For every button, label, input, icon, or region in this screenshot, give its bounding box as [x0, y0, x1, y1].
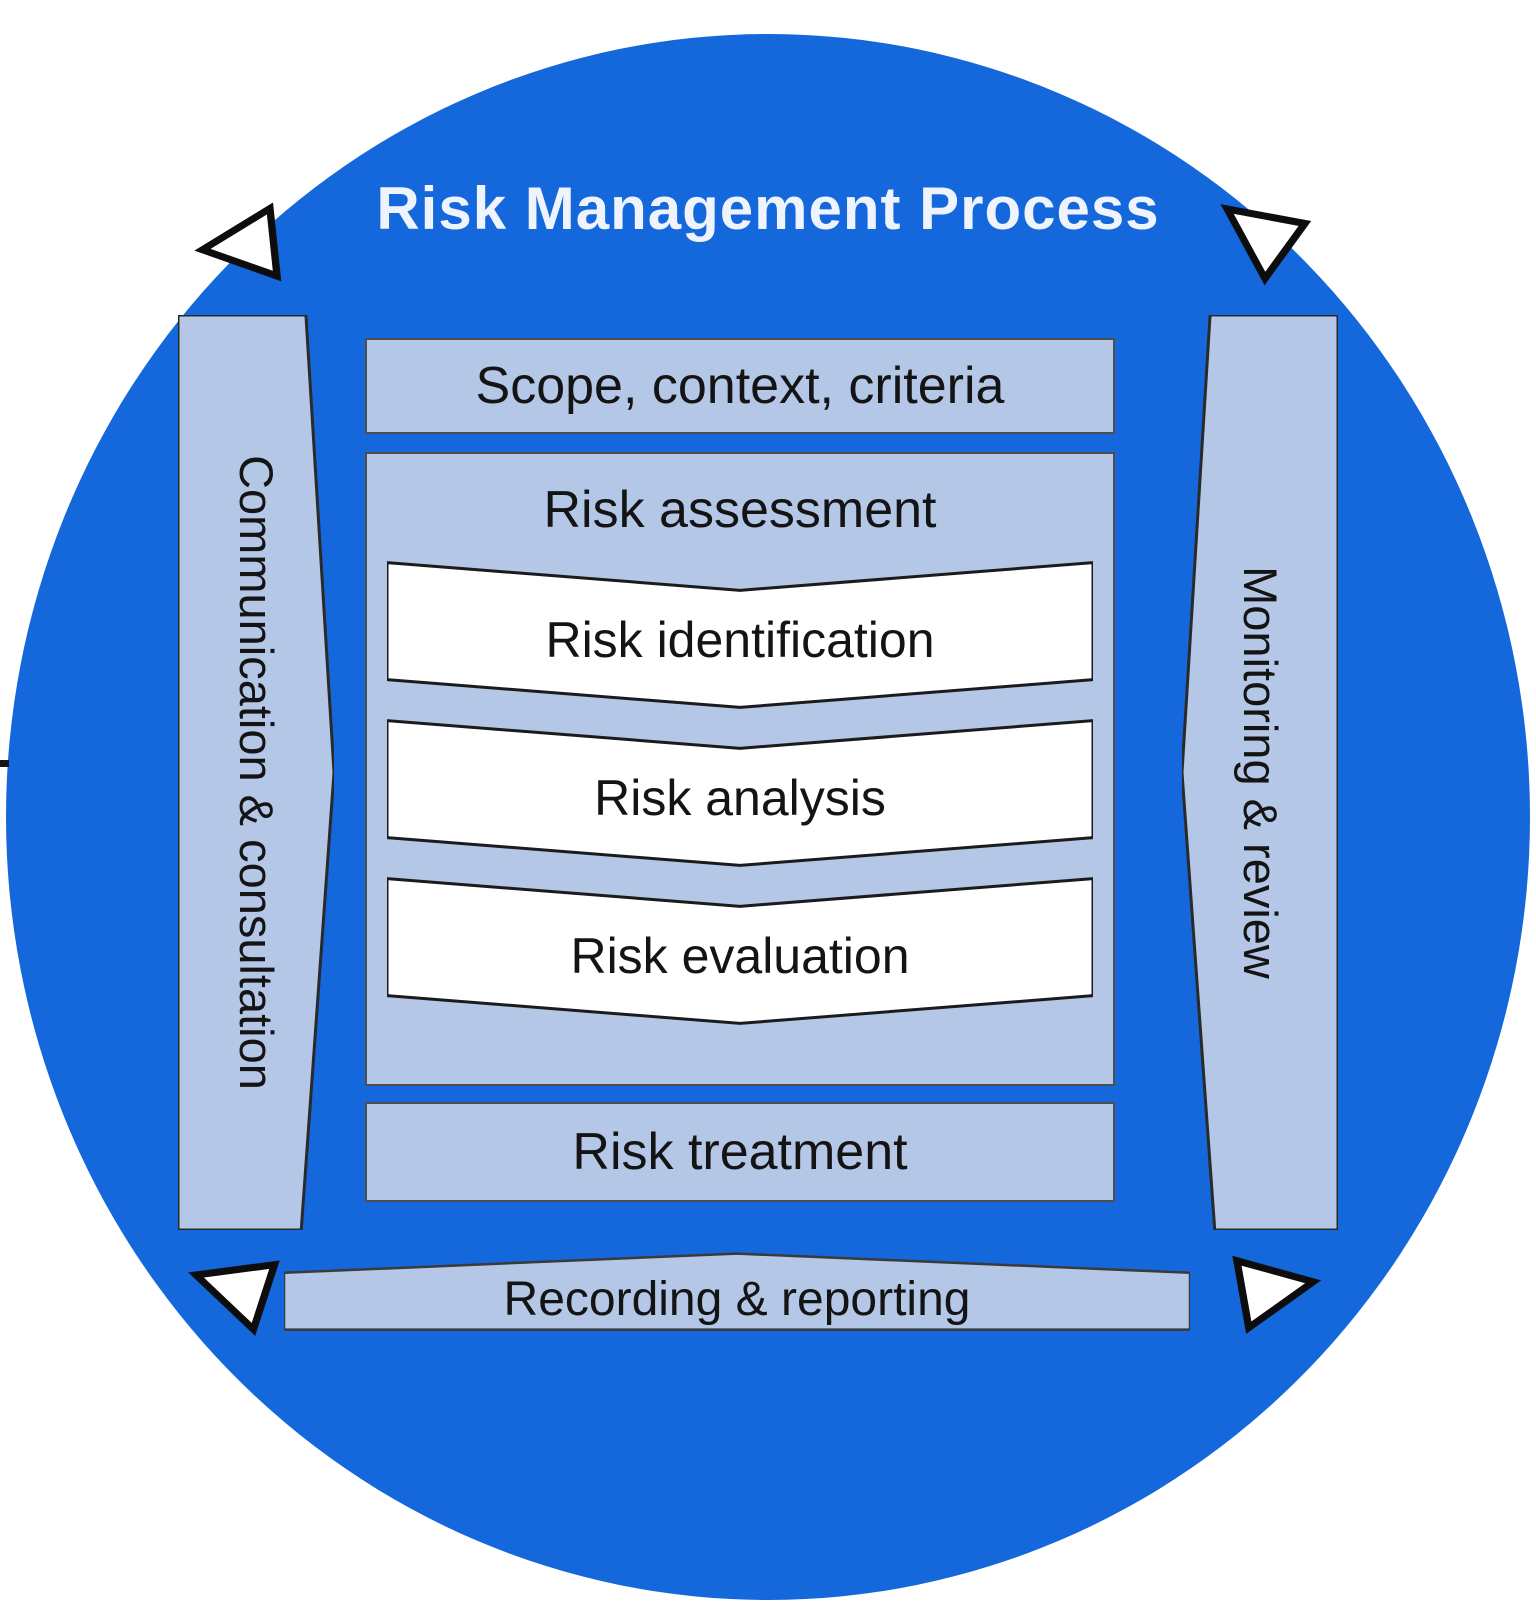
cycle-arrow-top-right-icon	[1199, 173, 1314, 287]
recording-reporting-label: Recording & reporting	[503, 1272, 971, 1326]
risk-identification-step: Risk identification	[387, 558, 1093, 712]
risk-analysis-step: Risk analysis	[387, 716, 1093, 870]
risk-assessment-label: Risk assessment	[543, 481, 937, 539]
communication-consultation-label: Communication & consultation	[229, 455, 283, 1090]
scope-context-criteria-label: Scope, context, criteria	[475, 357, 1005, 415]
communication-consultation-label-wrap: Communication & consultation	[178, 315, 334, 1230]
risk-evaluation-step: Risk evaluation	[387, 874, 1093, 1028]
monitoring-review-bar: Monitoring & review	[1182, 315, 1338, 1230]
cycle-arrow-bottom-right-icon	[1230, 1241, 1327, 1334]
risk-treatment-panel: Risk treatment	[365, 1102, 1115, 1202]
left-edge-mark	[0, 760, 9, 767]
monitoring-review-label-wrap: Monitoring & review	[1182, 315, 1338, 1230]
risk-identification-label: Risk identification	[545, 612, 935, 668]
scope-context-criteria-panel: Scope, context, criteria	[365, 338, 1115, 434]
risk-treatment-label: Risk treatment	[572, 1123, 908, 1181]
risk-evaluation-label: Risk evaluation	[570, 928, 910, 984]
cycle-arrow-bottom-left-icon	[178, 1235, 283, 1337]
risk-assessment-panel: Risk assessment Risk identification Risk…	[365, 452, 1115, 1086]
communication-consultation-bar: Communication & consultation	[178, 315, 334, 1230]
cycle-arrow-top-left-icon	[192, 202, 284, 290]
monitoring-review-label: Monitoring & review	[1233, 566, 1287, 979]
recording-reporting-bar: Recording & reporting	[284, 1252, 1190, 1332]
diagram-title: Risk Management Process	[376, 175, 1160, 242]
risk-analysis-label: Risk analysis	[594, 770, 886, 826]
